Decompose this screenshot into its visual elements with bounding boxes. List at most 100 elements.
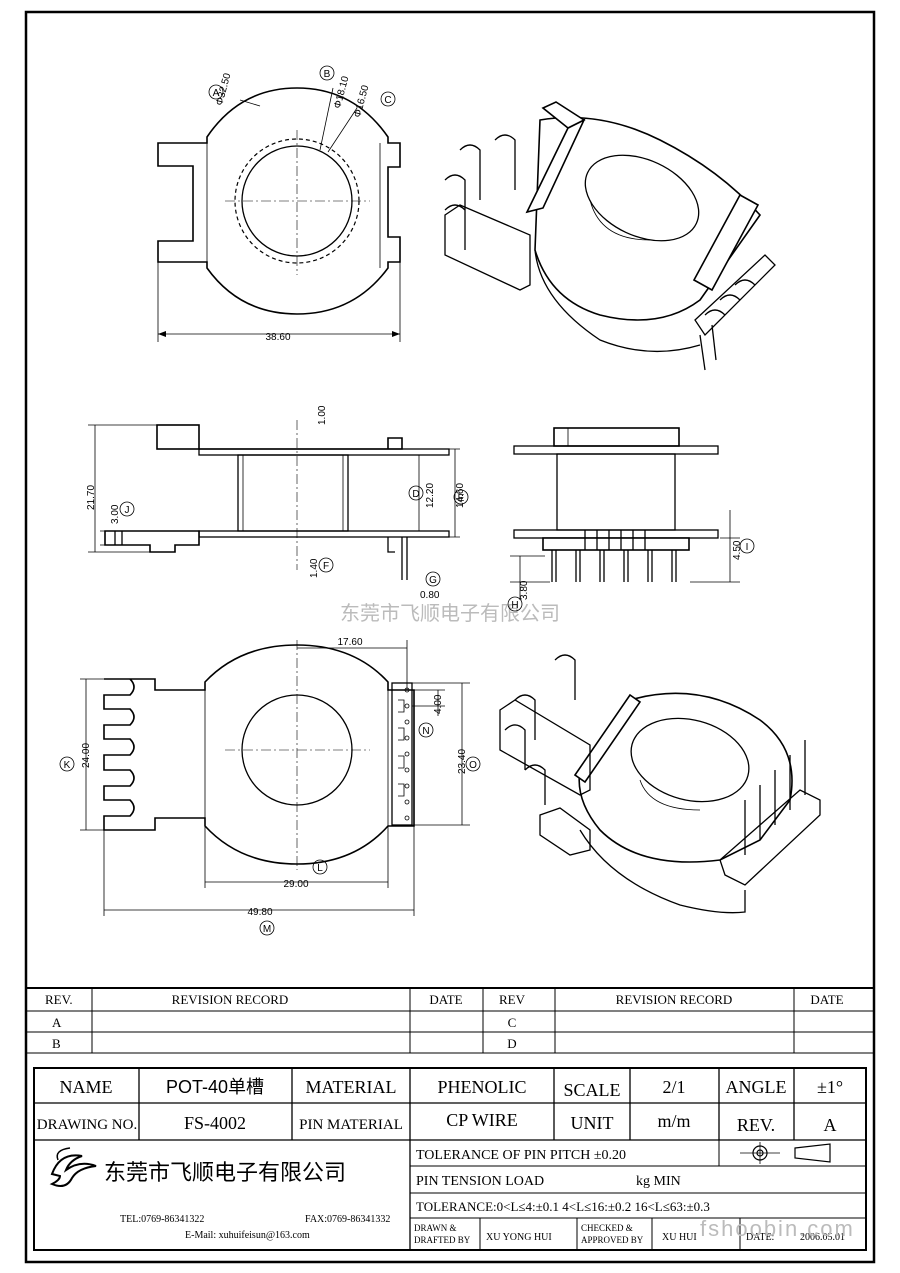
svg-text:A: A — [213, 88, 220, 99]
drawing-no-label: DRAWING NO. — [37, 1117, 137, 1133]
callout-j: J — [119, 501, 135, 517]
callout-l: L — [312, 859, 328, 875]
dim-pin-pitch: 4.00 — [433, 694, 444, 714]
company-logo — [49, 1147, 97, 1187]
revision-record-header-1: REVISION RECORD — [172, 992, 289, 1007]
callout-c: C — [380, 91, 396, 107]
callout-e: E — [453, 489, 469, 505]
pin-tension-unit: kg MIN — [636, 1174, 681, 1189]
svg-text:F: F — [323, 561, 329, 572]
dim-pin-height: 3.80 — [519, 580, 530, 600]
checked-value: XU HUI — [662, 1232, 697, 1243]
dim-diameter-c: Φ16.50 — [352, 84, 371, 119]
svg-text:L: L — [317, 863, 323, 874]
dim-outer-height: 14.60 — [455, 483, 466, 508]
material-value: PHENOLIC — [438, 1077, 527, 1097]
svg-text:I: I — [746, 542, 749, 553]
dim-inner-width: 17.60 — [337, 637, 362, 648]
side-view — [510, 427, 740, 600]
dim-total-width: 49.80 — [247, 907, 272, 918]
dim-right-height: 23.40 — [457, 749, 468, 774]
tolerance-pin-pitch: TOLERANCE OF PIN PITCH ±0.20 — [416, 1148, 626, 1163]
scale-label: SCALE — [563, 1080, 620, 1100]
drawn-label-2: DRAFTED BY — [414, 1235, 471, 1245]
top-view — [157, 87, 401, 342]
svg-text:G: G — [429, 575, 437, 586]
iso-view-top — [444, 101, 776, 371]
dim-width-top: 38.60 — [265, 332, 290, 343]
tolerance-general: TOLERANCE:0<L≤4:±0.1 4<L≤16:±0.2 16<L≤63… — [416, 1199, 710, 1214]
iso-view-bottom — [499, 654, 821, 914]
angle-value: ±1° — [817, 1077, 843, 1097]
scale-value: 2/1 — [662, 1077, 685, 1097]
checked-label-2: APPROVED BY — [581, 1235, 644, 1245]
dim-pin-width: 0.80 — [420, 590, 440, 601]
svg-text:C: C — [384, 95, 391, 106]
title-block — [33, 1067, 867, 1251]
callout-n: N — [418, 722, 434, 738]
date-value: 2006.05.01 — [800, 1232, 845, 1243]
dim-inner-height: 12.20 — [425, 483, 436, 508]
company-tel: TEL:0769-86341322 — [120, 1214, 204, 1225]
dim-pin-length: 4.50 — [732, 540, 743, 560]
rev-header-2: REV — [499, 992, 526, 1007]
svg-text:K: K — [64, 760, 71, 771]
sheet-border — [24, 10, 876, 1264]
name-value: POT-40单槽 — [166, 1077, 264, 1097]
rev-value: A — [824, 1115, 837, 1135]
drawn-label-1: DRAWN & — [414, 1223, 457, 1233]
pin-material-label: PIN MATERIAL — [299, 1117, 403, 1133]
drawn-value: XU YONG HUI — [486, 1232, 552, 1243]
svg-text:B: B — [324, 69, 331, 80]
name-label: NAME — [60, 1077, 113, 1097]
callout-i: I — [739, 538, 755, 554]
dim-height-total: 21.70 — [86, 485, 97, 510]
rev-row-d: D — [507, 1036, 516, 1051]
rev-label: REV. — [737, 1115, 775, 1135]
callout-f: F — [318, 557, 334, 573]
revision-record-header-2: REVISION RECORD — [616, 992, 733, 1007]
callout-o: O — [465, 756, 481, 772]
callout-b: B — [319, 65, 335, 81]
callout-a: A — [208, 84, 224, 100]
rev-row-a: A — [52, 1015, 62, 1030]
dim-top-thickness: 1.00 — [317, 405, 328, 425]
date-header-1: DATE — [429, 992, 462, 1007]
callout-k: K — [59, 756, 75, 772]
date-label: DATE: — [746, 1232, 774, 1243]
dim-height-base: 3.00 — [110, 504, 121, 524]
rev-row-b: B — [52, 1036, 61, 1051]
checked-label-1: CHECKED & — [581, 1223, 633, 1233]
dim-side-height: 24.00 — [81, 743, 92, 768]
projection-symbol — [740, 1142, 831, 1164]
svg-text:N: N — [422, 726, 429, 737]
revision-table — [26, 987, 874, 1054]
rev-header-1: REV. — [45, 992, 73, 1007]
date-header-2: DATE — [810, 992, 843, 1007]
dim-bottom-thickness: 1.40 — [309, 558, 320, 578]
pin-material-value: CP WIRE — [446, 1110, 518, 1130]
company-email: E-Mail: xuhuifeisun@163.com — [185, 1230, 310, 1241]
unit-label: UNIT — [571, 1113, 614, 1133]
callout-m: M — [259, 920, 275, 936]
dim-mid-width: 29.00 — [283, 879, 308, 890]
svg-text:M: M — [263, 924, 271, 935]
pin-tension-label: PIN TENSION LOAD — [416, 1174, 544, 1189]
company-watermark: 东莞市飞顺电子有限公司 — [340, 602, 560, 625]
callout-g: G — [425, 571, 441, 587]
front-view — [88, 420, 460, 580]
callout-d: D — [408, 485, 424, 501]
drawing-no-value: FS-4002 — [184, 1113, 246, 1133]
site-watermark: fshoobin.com — [700, 1216, 855, 1241]
svg-text:J: J — [125, 505, 130, 516]
svg-text:E: E — [458, 493, 465, 504]
material-label: MATERIAL — [306, 1077, 397, 1097]
svg-text:D: D — [412, 489, 419, 500]
bottom-view — [80, 640, 470, 916]
svg-text:H: H — [511, 600, 518, 611]
company-fax: FAX:0769-86341332 — [305, 1214, 390, 1225]
callout-h: H — [507, 596, 523, 612]
unit-value: m/m — [657, 1111, 690, 1131]
svg-text:O: O — [469, 760, 477, 771]
